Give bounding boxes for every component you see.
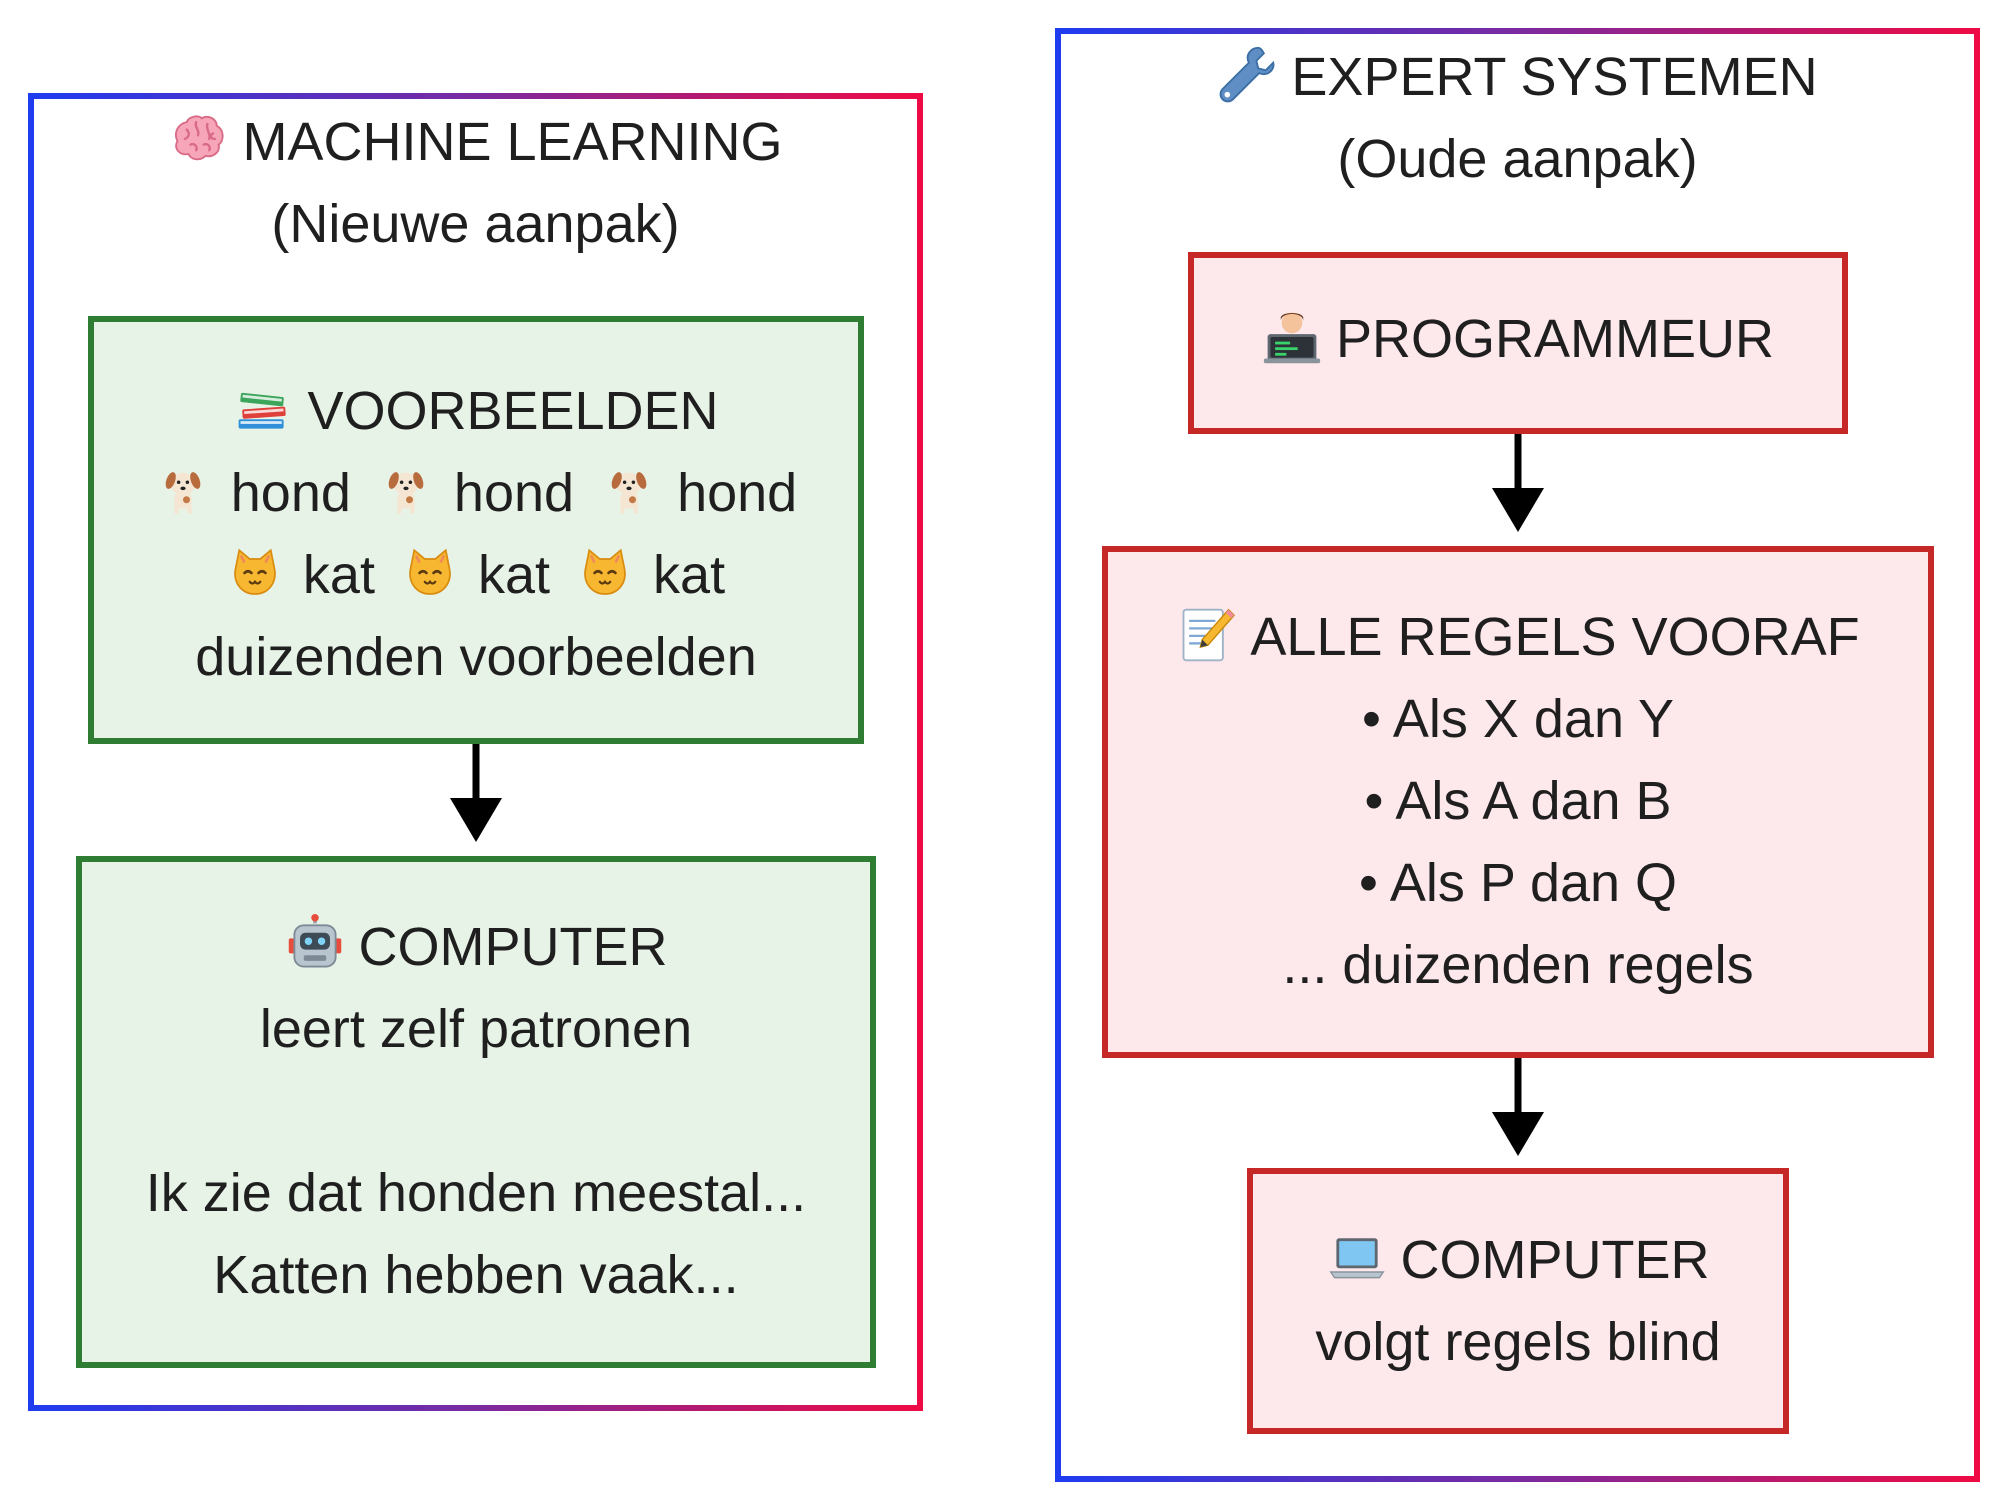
expert-systems-subtitle: (Oude aanpak)	[1337, 129, 1698, 189]
cat-label: kat	[653, 545, 726, 605]
arrow-rules-to-computer	[1492, 1058, 1544, 1156]
programmer-box: PROGRAMMEUR	[1188, 252, 1848, 434]
rules-heading: ALLE REGELS VOORAF	[1108, 596, 1928, 678]
rule-item: • Als X dan Y	[1361, 689, 1675, 749]
dog-examples-row: hond hond hond	[94, 452, 858, 534]
programmer-heading: PROGRAMMEUR	[1194, 298, 1842, 380]
cat-label: kat	[302, 545, 375, 605]
es-computer-heading: COMPUTER	[1253, 1219, 1783, 1301]
examples-footer: duizenden voorbeelden	[195, 627, 757, 687]
es-computer-subtitle: volgt regels blind	[1315, 1312, 1721, 1372]
arrow-programmer-to-rules	[1492, 434, 1544, 532]
rule-item: • Als P dan Q	[1358, 853, 1678, 913]
examples-box: VOORBEELDEN hond hond hond kat kat kat d…	[88, 316, 864, 744]
ml-computer-heading: COMPUTER	[82, 906, 870, 988]
machine-learning-title: MACHINE LEARNING (Nieuwe aanpak)	[34, 101, 917, 265]
expert-systems-title: EXPERT SYSTEMEN (Oude aanpak)	[1061, 36, 1974, 200]
cat-label: kat	[477, 545, 551, 605]
dog-label: hond	[230, 463, 351, 523]
machine-learning-subtitle: (Nieuwe aanpak)	[271, 194, 680, 254]
dog-label: hond	[677, 463, 798, 523]
ml-computer-subtitle: leert zelf patronen	[259, 999, 693, 1059]
dog-label: hond	[453, 463, 575, 523]
cat-examples-row: kat kat kat	[94, 534, 858, 616]
rules-box: ALLE REGELS VOORAF • Als X dan Y • Als A…	[1102, 546, 1934, 1058]
rules-footer: ... duizenden regels	[1282, 935, 1754, 995]
arrow-examples-to-computer	[450, 744, 502, 842]
rule-item: • Als A dan B	[1364, 771, 1672, 831]
ml-computer-insight-2: Katten hebben vaak...	[213, 1245, 739, 1305]
examples-heading: VOORBEELDEN	[94, 370, 858, 452]
ml-computer-insight-1: Ik zie dat honden meestal...	[145, 1163, 807, 1223]
ml-computer-box: COMPUTER leert zelf patronen Ik zie dat …	[76, 856, 876, 1368]
es-computer-box: COMPUTER volgt regels blind	[1247, 1168, 1789, 1434]
